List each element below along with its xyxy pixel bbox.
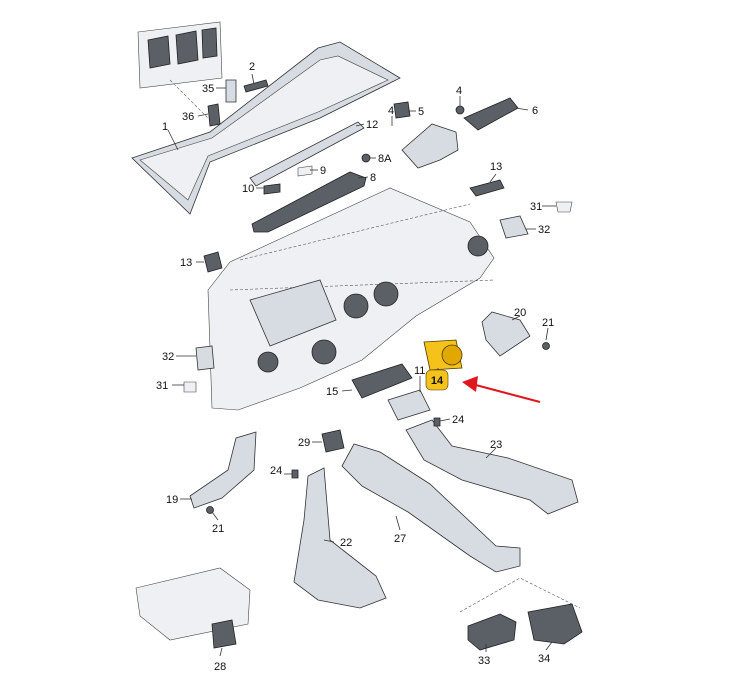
label-22: 22 [340, 537, 352, 549]
part-20-bracket [481, 311, 531, 357]
part-14-badge [425, 369, 449, 391]
label-11: 11 [414, 365, 425, 377]
label-32-right: 32 [538, 224, 550, 236]
label-15: 15 [326, 386, 338, 398]
label-4b: 4 [388, 105, 394, 117]
callout-labels: 1 2 35 36 12 5 4 6 4 8A 8 9 10 13 13 31 … [156, 61, 554, 673]
part-21-screw-left [206, 506, 214, 514]
label-20: 20 [514, 307, 526, 319]
part-32-left [195, 345, 215, 371]
part-19-duct [189, 431, 257, 509]
label-21-right: 21 [542, 317, 554, 329]
label-28: 28 [214, 661, 226, 673]
label-13-left: 13 [180, 257, 192, 269]
part-22-duct [293, 467, 387, 609]
inset-bottom-left [135, 567, 251, 649]
part-29 [321, 429, 345, 453]
label-29: 29 [298, 437, 310, 449]
part-13-vent-right [469, 179, 505, 197]
label-23: 23 [490, 439, 502, 451]
part-35 [225, 79, 237, 103]
label-4a: 4 [456, 85, 462, 97]
part-24-left [291, 469, 299, 479]
part-27-duct [341, 443, 521, 573]
label-31-right: 31 [530, 201, 542, 213]
part-34 [527, 603, 583, 645]
label-8: 8 [370, 172, 376, 184]
part-33 [467, 613, 517, 651]
part-2 [243, 79, 269, 93]
label-21-left: 21 [212, 523, 224, 535]
part-1-cowl [131, 41, 401, 215]
part-4 [455, 105, 465, 115]
part-15 [351, 363, 413, 399]
label-8a: 8A [378, 153, 392, 165]
part-21-screw-right [542, 342, 550, 350]
part-14-highlight [423, 339, 463, 371]
bracket-center [401, 123, 459, 169]
label-5: 5 [418, 106, 424, 118]
part-31-right [555, 201, 573, 213]
label-24-left: 24 [270, 465, 282, 477]
label-9: 9 [320, 165, 326, 177]
part-31-left [183, 381, 197, 393]
leader-lines [167, 73, 556, 657]
label-19: 19 [166, 494, 178, 506]
label-12: 12 [366, 119, 378, 131]
label-36: 36 [182, 111, 194, 123]
label-14: 14 [431, 375, 444, 387]
label-24-right: 24 [452, 414, 464, 426]
label-13-right: 13 [490, 161, 502, 173]
label-33: 33 [478, 655, 490, 667]
part-6 [463, 97, 519, 131]
part-32-right [499, 215, 529, 239]
red-arrow-indicator [462, 376, 541, 403]
label-34: 34 [538, 653, 550, 665]
part-9 [297, 165, 313, 177]
label-27: 27 [394, 533, 406, 545]
part-8a [361, 153, 371, 163]
label-6: 6 [532, 105, 538, 117]
part-11 [387, 389, 431, 421]
dashboard-body [207, 187, 496, 411]
part-12-trim [249, 121, 365, 187]
label-32-left: 32 [162, 351, 174, 363]
inset-vents [137, 21, 223, 121]
part-10 [263, 183, 281, 195]
part-24-right [433, 417, 441, 427]
part-13-vent-left [203, 251, 223, 273]
label-10: 10 [242, 183, 254, 195]
part-8-strip [251, 171, 367, 233]
part-36 [207, 103, 221, 127]
label-35: 35 [202, 83, 214, 95]
part-23-duct [405, 419, 579, 515]
part-5 [393, 101, 411, 119]
label-31-left: 31 [156, 380, 168, 392]
label-2: 2 [249, 61, 255, 73]
label-1: 1 [162, 121, 168, 133]
